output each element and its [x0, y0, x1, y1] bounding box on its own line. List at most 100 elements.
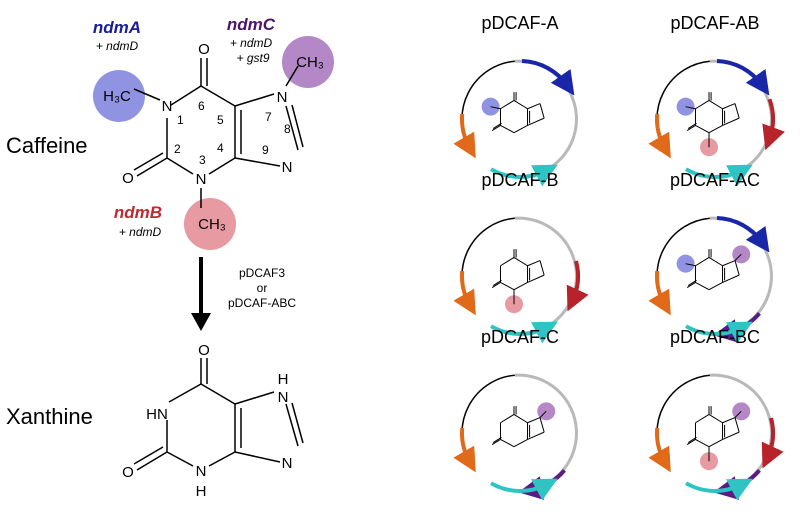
inner-bond	[527, 103, 541, 110]
xanthine-structure: O HN O N H H N N	[122, 342, 304, 500]
inner-molecule	[491, 249, 545, 314]
backbone-gray-arc	[514, 373, 578, 493]
inner-bond	[695, 257, 710, 267]
ring-number-4: 4	[217, 141, 224, 155]
atom-n1: N	[162, 98, 173, 115]
inner-bond	[513, 124, 528, 134]
inner-bond	[500, 100, 515, 110]
plasmid-pdcaf-c: pDCAF-C	[453, 327, 578, 501]
xanthine-atom-n9: N	[282, 455, 293, 472]
orange-gene-arrow	[648, 113, 671, 159]
xanthine-atom-n3: N	[196, 463, 207, 480]
inner-bond	[500, 281, 515, 291]
inner-bond	[722, 103, 736, 110]
inner-bond	[734, 417, 740, 433]
xanthine-atom-o6: O	[198, 342, 210, 359]
teal-gene-arrow	[490, 478, 558, 501]
inner-bond	[695, 281, 710, 291]
inner-bond	[695, 100, 710, 110]
gene-label-ndmc: ndmC	[227, 15, 276, 34]
inner-bond	[539, 417, 545, 433]
methyl-circle-b	[184, 198, 236, 250]
methyl-circle-a	[93, 70, 145, 122]
plasmid-title: pDCAF-AC	[670, 170, 760, 190]
plasmid-pdcaf-bc: pDCAF-BC	[648, 327, 784, 501]
orange-gene-arrow	[453, 270, 476, 316]
backbone-gray-arc	[709, 59, 773, 179]
inner-bond	[527, 274, 545, 283]
plasmid-title: pDCAF-AB	[670, 13, 759, 33]
inner-methyl-bond-a	[685, 106, 696, 110]
plasmid-title: pDCAF-B	[481, 170, 558, 190]
condition-line-2: or	[257, 281, 268, 295]
gene-label-ndma: ndmA	[93, 18, 141, 37]
ring-number-2: 2	[174, 142, 181, 156]
inner-methyl-bond-a	[490, 106, 501, 110]
orange-gene-arrow	[648, 270, 671, 316]
ndmb-gene-arrow	[762, 98, 785, 151]
ring-number-1: 1	[177, 113, 184, 127]
plasmid-pdcaf-a: pDCAF-A	[453, 13, 578, 187]
inner-methyl-bond-c	[734, 410, 742, 418]
orange-gene-arrow	[453, 427, 476, 473]
atom-n9: N	[282, 159, 293, 176]
inner-bond	[513, 438, 528, 448]
inner-molecule	[686, 402, 751, 471]
inner-bond	[500, 257, 515, 267]
inner-methyl-bond-a	[685, 263, 696, 267]
inner-bond	[708, 124, 723, 134]
inner-methyl-bond-c	[539, 410, 547, 418]
inner-bond	[722, 117, 740, 126]
inner-bond	[734, 260, 740, 276]
backbone-gray-arc	[514, 216, 578, 336]
inner-bond	[687, 279, 697, 286]
teal-gene-arrow	[685, 321, 753, 344]
teal-gene-arrow	[685, 478, 753, 501]
inner-bond	[491, 124, 501, 132]
gene-label-ndmc-extra2: + gst9	[236, 51, 269, 65]
inner-bond	[500, 124, 515, 134]
methyl-ch3-top: CH₃	[296, 54, 324, 71]
methyl-h3c: H₃C	[103, 88, 131, 105]
inner-bond	[687, 436, 697, 443]
caffeine-label: Caffeine	[6, 133, 88, 158]
inner-bond	[686, 124, 696, 132]
inner-bond	[513, 414, 528, 424]
inner-bond	[722, 417, 736, 424]
inner-bond	[513, 100, 528, 110]
plasmid-title: pDCAF-A	[481, 13, 558, 33]
inner-bond	[687, 122, 697, 129]
methyl-ch3-bottom: CH₃	[198, 216, 226, 233]
reaction-arrow	[191, 257, 211, 331]
inner-bond	[527, 260, 541, 267]
ndmb-gene-arrow	[566, 260, 589, 312]
inner-bond	[695, 414, 710, 424]
inner-methyl-bond-c	[734, 253, 742, 261]
inner-bond	[492, 122, 502, 129]
inner-bond	[708, 414, 723, 424]
inner-bond	[513, 281, 528, 291]
condition-line-1: pDCAF3	[239, 266, 285, 280]
inner-molecule	[676, 245, 751, 291]
caffeine-structure: O N O N N N H₃C CH₃ CH₃ 1 2 3 4 5 6 7 8 …	[93, 36, 334, 250]
inner-bond	[708, 257, 723, 267]
ndma-gene-arrow	[521, 59, 575, 96]
ndma-gene-arrow	[716, 59, 770, 96]
inner-bond	[527, 417, 541, 424]
xanthine-label: Xanthine	[6, 404, 93, 429]
ndma-gene-arrow	[716, 216, 770, 253]
xanthine-atom-h7: H	[278, 371, 289, 388]
plasmid-pdcaf-ac: pDCAF-AC	[648, 170, 773, 344]
plasmid-pdcaf-b: pDCAF-B	[453, 170, 589, 344]
inner-molecule	[481, 92, 545, 134]
inner-bond	[708, 281, 723, 291]
condition-line-3: pDCAF-ABC	[228, 296, 296, 310]
inner-bond	[686, 281, 696, 289]
inner-bond	[527, 117, 545, 126]
plasmid-title: pDCAF-C	[481, 327, 559, 347]
atom-n7: N	[277, 89, 288, 106]
inner-bond	[708, 100, 723, 110]
teal-gene-arrow	[685, 164, 753, 187]
atom-o6: O	[198, 41, 210, 58]
inner-bond	[722, 260, 736, 267]
